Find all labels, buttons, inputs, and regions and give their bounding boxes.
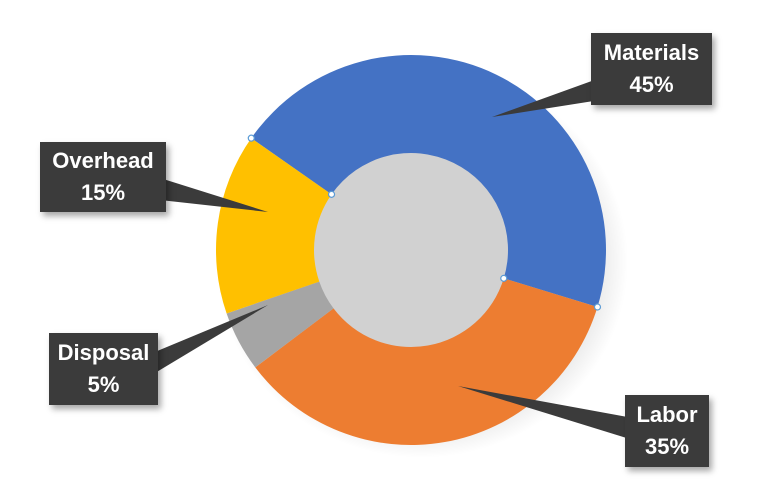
selection-handle[interactable] bbox=[247, 134, 255, 142]
label-value: 15% bbox=[80, 180, 126, 205]
callout-pointer-overhead bbox=[160, 178, 268, 212]
data-label-materials: Materials 45% bbox=[591, 33, 712, 105]
label-value: 5% bbox=[87, 372, 120, 397]
slice-materials bbox=[251, 54, 607, 308]
data-label-labor: Labor 35% bbox=[625, 395, 709, 467]
label-name: Disposal bbox=[57, 340, 150, 365]
callout-pointer-materials bbox=[492, 78, 600, 117]
callout-pointer-disposal bbox=[150, 305, 268, 376]
label-name: Labor bbox=[636, 402, 698, 427]
label-value: 45% bbox=[629, 72, 674, 97]
label-name: Overhead bbox=[52, 148, 154, 173]
selection-handle[interactable] bbox=[593, 303, 602, 311]
callout-pointer-labor bbox=[458, 386, 633, 440]
data-label-disposal: Disposal 5% bbox=[49, 333, 158, 405]
label-name: Materials bbox=[603, 40, 700, 65]
selection-handle[interactable] bbox=[500, 274, 508, 282]
slice-overhead bbox=[215, 138, 332, 314]
slice-disposal bbox=[226, 281, 334, 368]
selection-handle[interactable] bbox=[327, 190, 336, 198]
pointers-group bbox=[150, 78, 633, 440]
label-value: 35% bbox=[644, 434, 690, 459]
slices-group bbox=[215, 54, 607, 446]
data-label-overhead: Overhead 15% bbox=[40, 142, 166, 212]
slice-labor bbox=[255, 278, 598, 446]
